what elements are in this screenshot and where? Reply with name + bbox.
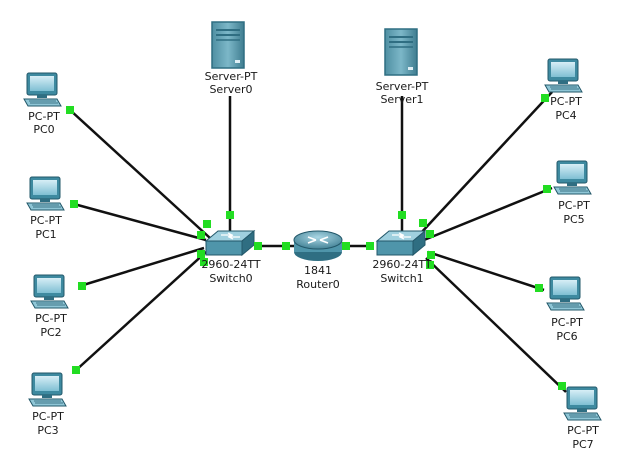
link-up-dot [426, 261, 434, 269]
pc7-pc-icon[interactable] [563, 386, 602, 421]
server1-name-label: Server1 [380, 93, 424, 106]
switch1-type-label: 2960-24TT [372, 258, 432, 271]
pc3-pc-icon[interactable] [28, 372, 67, 407]
server0-server-icon[interactable] [211, 21, 245, 69]
pc6-name-label: PC6 [556, 330, 578, 343]
link-pc5-switch1[interactable] [423, 186, 553, 242]
link-up-dot [427, 251, 435, 259]
pc2-pc-icon[interactable] [30, 274, 69, 309]
link-up-dot [200, 258, 208, 266]
link-up-dot [226, 211, 234, 219]
link-up-dot [254, 242, 262, 250]
pc0-pc-icon[interactable] [23, 72, 62, 107]
router0-router-icon[interactable] [293, 230, 343, 262]
link-pc1-switch0[interactable] [73, 202, 207, 242]
link-up-dot [543, 185, 551, 193]
link-up-dot [197, 250, 205, 258]
link-up-dot [78, 282, 86, 290]
pc4-pc-icon[interactable] [544, 58, 583, 93]
switch0-type-label: 2960-24TT [201, 258, 261, 271]
server0-type-label: Server-PT [204, 70, 258, 83]
link-up-dot [66, 106, 74, 114]
pc0-type-label: PC-PT [28, 110, 60, 123]
pc1-name-label: PC1 [35, 228, 57, 241]
switch0-switch-icon[interactable] [205, 230, 255, 256]
link-up-dot [419, 219, 427, 227]
pc4-name-label: PC4 [555, 109, 577, 122]
link-up-dot [541, 94, 549, 102]
link-pc7-switch1[interactable] [425, 257, 567, 393]
pc6-pc-icon[interactable] [546, 276, 585, 311]
link-up-dot [398, 211, 406, 219]
router0-type-label: 1841 [304, 264, 332, 277]
switch1-name-label: Switch1 [380, 272, 424, 285]
pc1-type-label: PC-PT [30, 214, 62, 227]
pc7-type-label: PC-PT [567, 424, 599, 437]
switch0-name-label: Switch0 [209, 272, 253, 285]
link-up-dot [558, 382, 566, 390]
switch1-switch-icon[interactable] [376, 230, 426, 256]
pc4-type-label: PC-PT [550, 95, 582, 108]
server1-server-icon[interactable] [384, 28, 418, 76]
link-up-dot [70, 200, 78, 208]
link-up-dot [282, 242, 290, 250]
pc5-name-label: PC5 [563, 213, 585, 226]
link-up-dot [426, 230, 434, 238]
pc3-name-label: PC3 [37, 424, 59, 437]
link-up-dot [197, 231, 205, 239]
link-pc2-switch0[interactable] [79, 246, 205, 288]
link-pc0-switch0[interactable] [69, 109, 211, 239]
pc5-pc-icon[interactable] [553, 160, 592, 195]
pc1-pc-icon[interactable] [26, 176, 65, 211]
link-up-dot [72, 366, 80, 374]
link-pc4-switch1[interactable] [419, 91, 553, 235]
pc7-name-label: PC7 [572, 438, 594, 451]
pc6-type-label: PC-PT [551, 316, 583, 329]
pc3-type-label: PC-PT [32, 410, 64, 423]
link-up-dot [535, 284, 543, 292]
pc2-type-label: PC-PT [35, 312, 67, 325]
server0-name-label: Server0 [209, 83, 253, 96]
link-up-dot [366, 242, 374, 250]
link-status-dots [66, 94, 566, 390]
link-pc6-switch1[interactable] [427, 250, 545, 292]
link-up-dot [203, 220, 211, 228]
link-up-dot [342, 242, 350, 250]
pc2-name-label: PC2 [40, 326, 62, 339]
server1-type-label: Server-PT [375, 80, 429, 93]
pc5-type-label: PC-PT [558, 199, 590, 212]
pc0-name-label: PC0 [33, 123, 55, 136]
router0-name-label: Router0 [296, 278, 340, 291]
link-pc3-switch0[interactable] [73, 251, 207, 373]
